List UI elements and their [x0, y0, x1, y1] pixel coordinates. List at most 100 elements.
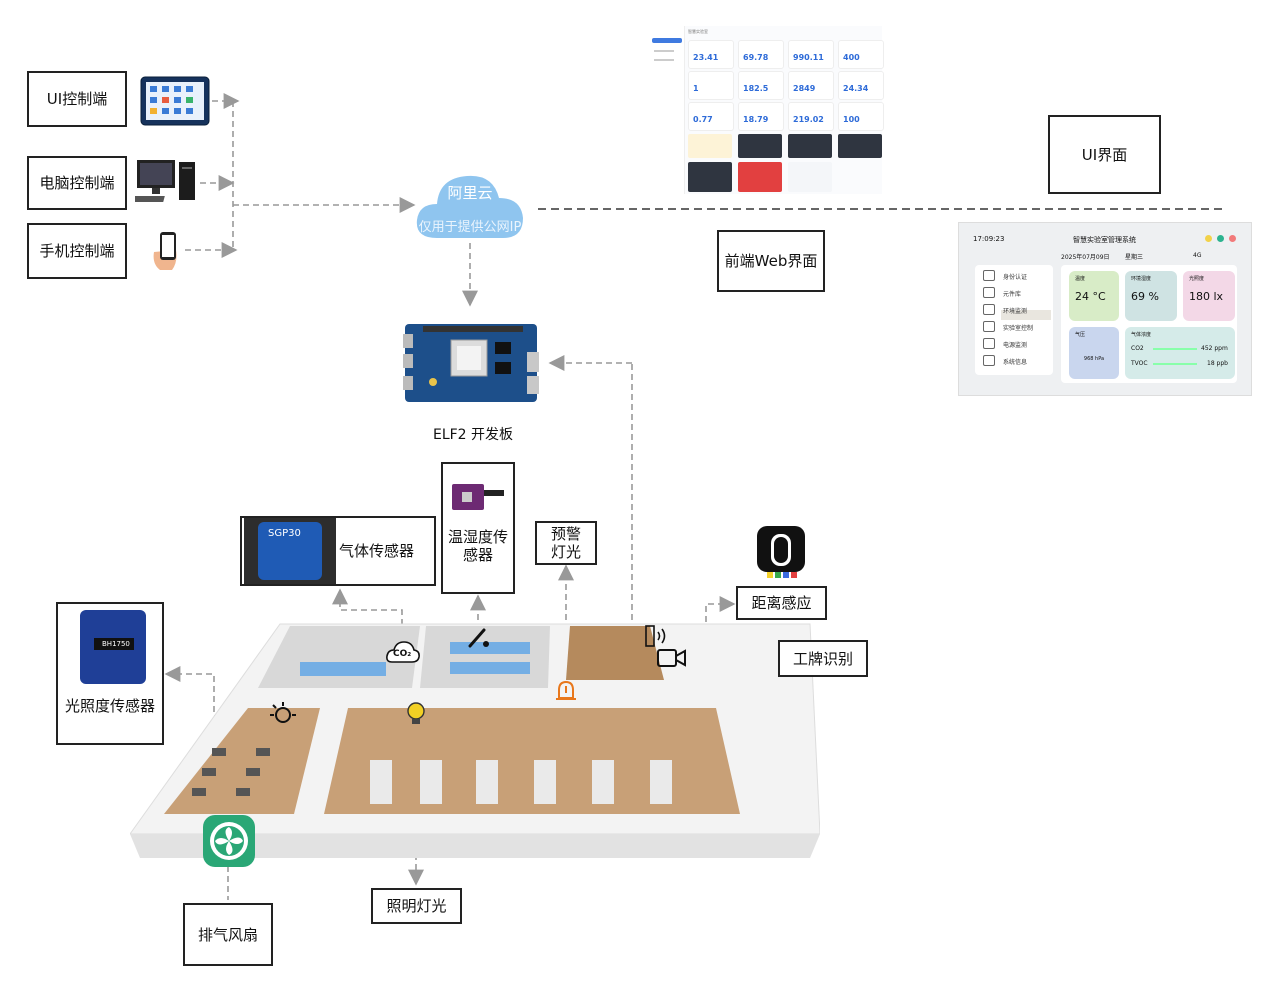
- ui-menu-icon: [983, 270, 995, 281]
- camera-icon: [656, 646, 688, 670]
- cloud-title: 阿里云: [447, 184, 493, 202]
- ui-screen-time: 17:09:23: [973, 235, 1005, 243]
- web-value-card: 2849: [788, 71, 834, 100]
- distance-sensor-icon: [642, 622, 670, 650]
- humidity-tile: 环境湿度 69 %: [1125, 271, 1177, 321]
- web-value-card: 24.34: [838, 71, 884, 100]
- gas-tile: 气体浓度 CO2 452 ppm TVOC 18 ppb: [1125, 327, 1235, 379]
- ui-screen-network: 4G: [1193, 252, 1202, 259]
- web-value: 24.34: [843, 84, 869, 93]
- pressure-tile-label: 气压: [1075, 332, 1086, 338]
- cloud-subtitle: 仅用于提供公网IP: [418, 220, 522, 235]
- light-tile-value: 180 lx: [1189, 290, 1224, 303]
- ui-control-box: UI控制端: [27, 71, 127, 127]
- gas-tile-label: 气体浓度: [1131, 332, 1152, 338]
- web-value-card: 69.78: [738, 40, 784, 69]
- co2-label: CO2: [1131, 345, 1144, 352]
- ui-screen-menu: 身份认证元件库环境监测实验室控制电源监测系统信息: [975, 265, 1053, 375]
- web-sidebar-active: [652, 38, 682, 43]
- phone-control-label: 手机控制端: [39, 242, 115, 260]
- humidity-tile-label: 环境湿度: [1131, 276, 1152, 282]
- web-value-card: 23.41: [688, 40, 734, 69]
- ui-menu-icon: [983, 321, 995, 332]
- warning-light-box: 预警灯光: [535, 521, 597, 565]
- distance-sensing-label: 距离感应: [751, 594, 812, 612]
- status-dot-green: [1217, 235, 1224, 242]
- ui-interface-box: UI界面: [1048, 115, 1161, 194]
- web-value: 18.79: [743, 115, 769, 124]
- web-sidebar: [650, 26, 685, 194]
- light-sensor-image: BH1750: [80, 610, 146, 684]
- gas-sensor-label: 气体传感器: [338, 542, 414, 560]
- ui-menu-icon: [983, 355, 995, 366]
- web-frontend-box: 前端Web界面: [717, 230, 825, 292]
- ui-interface-label: UI界面: [1081, 145, 1128, 164]
- bh1750-chip-label: BH1750: [102, 640, 130, 648]
- warning-light-icon: [554, 678, 578, 702]
- web-frontend-label: 前端Web界面: [724, 252, 818, 270]
- light-tile-label: 光照度: [1189, 276, 1205, 282]
- tvoc-value: 18 ppb: [1207, 360, 1228, 367]
- ui-screen-weekday: 星期三: [1125, 254, 1144, 261]
- ui-menu-icon: [983, 287, 995, 298]
- lighting-label: 照明灯光: [386, 897, 447, 915]
- tvoc-label: TVOC: [1131, 360, 1148, 367]
- smartphone-hand-icon: [150, 230, 184, 272]
- exhaust-fan-label: 排气风扇: [197, 925, 258, 944]
- web-value: 2849: [793, 84, 816, 93]
- ui-menu-icon: [983, 304, 995, 315]
- warning-light-label: 预警灯光: [550, 525, 581, 561]
- ui-screen-preview: 17:09:23 智慧实验室管理系统 2025年07月09日 星期三 4G 身份…: [958, 222, 1252, 396]
- status-dot-yellow: [1205, 235, 1212, 242]
- web-value: 990.11: [793, 53, 824, 62]
- desktop-computer-icon: [123, 158, 197, 204]
- web-value: 219.02: [793, 115, 824, 124]
- badge-recognition-box: 工牌识别: [778, 640, 868, 677]
- web-value-card: 990.11: [788, 40, 834, 69]
- ui-menu-item[interactable]: 实验室控制: [1003, 325, 1034, 332]
- ui-screen-date: 2025年07月09日: [1061, 254, 1110, 261]
- ui-menu-item[interactable]: 元件库: [1003, 291, 1022, 298]
- web-value: 400: [843, 53, 860, 62]
- phone-control-box: 手机控制端: [27, 223, 127, 279]
- aliyun-cloud-icon: [415, 168, 525, 244]
- gas-sensor-image: SGP30: [244, 518, 336, 584]
- ui-menu-item[interactable]: 电源监测: [1003, 342, 1028, 349]
- pressure-tile: 气压 968 hPa: [1069, 327, 1119, 379]
- web-value-card: 400: [838, 40, 884, 69]
- temp-tile-value: 24 °C: [1075, 290, 1106, 303]
- co2-value: 452 ppm: [1201, 345, 1228, 352]
- pc-control-label: 电脑控制端: [39, 174, 115, 192]
- ui-menu-item[interactable]: 系统信息: [1003, 359, 1028, 366]
- light-bulb-icon: [404, 700, 428, 726]
- web-value: 1: [693, 84, 699, 93]
- distance-sensing-box: 距离感应: [736, 586, 827, 620]
- ui-menu-item[interactable]: 身份认证: [1003, 274, 1028, 281]
- web-value: 182.5: [743, 84, 769, 93]
- lab-floor-plan: [130, 623, 820, 858]
- ui-screen-title: 智慧实验室管理系统: [1073, 236, 1136, 244]
- temp-humidity-module-image: [452, 482, 504, 512]
- ui-control-label: UI控制端: [46, 90, 108, 108]
- co2-icon-text: CO₂: [393, 649, 412, 659]
- web-value: 69.78: [743, 53, 769, 62]
- exhaust-fan-box: 排气风扇: [183, 903, 273, 966]
- badge-recognition-label: 工牌识别: [792, 649, 853, 668]
- light-tile: 光照度 180 lx: [1183, 271, 1235, 321]
- temp-humidity-label: 温湿度传感器: [447, 528, 508, 564]
- web-value-card: 18.79: [738, 102, 784, 131]
- temp-humidity-box: 温湿度传感器: [441, 462, 515, 594]
- web-value-card: 0.77: [688, 102, 734, 131]
- humidity-tile-value: 69 %: [1131, 290, 1159, 303]
- co2-icon: CO₂: [386, 640, 420, 666]
- ui-menu-item[interactable]: 环境监测: [1003, 308, 1028, 315]
- exhaust-fan-icon: [202, 814, 256, 868]
- web-value: 23.41: [693, 53, 719, 62]
- status-dot-red: [1229, 235, 1236, 242]
- ui-tablet-icon: [140, 76, 210, 126]
- distance-sensor-image: [755, 524, 807, 580]
- web-value-card: 100: [838, 102, 884, 131]
- temp-tile-label: 温度: [1075, 276, 1086, 282]
- temp-tile: 温度 24 °C: [1069, 271, 1119, 321]
